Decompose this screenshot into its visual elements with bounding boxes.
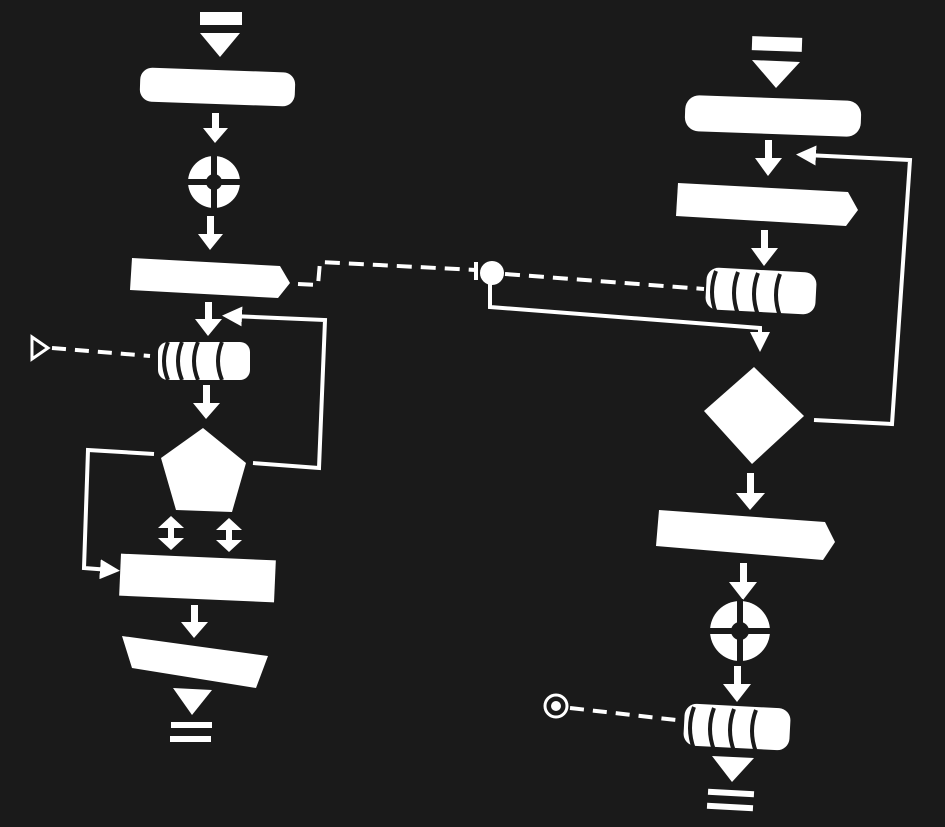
stored-data-right[interactable] (705, 267, 817, 317)
summing-junction-right[interactable] (708, 599, 772, 663)
loop-pentagon-to-process (81, 447, 155, 580)
arrow-right-5 (723, 666, 751, 702)
right-connectors (569, 145, 913, 722)
arrow-left-3 (195, 302, 222, 336)
stored-data-left[interactable] (158, 341, 250, 381)
summing-junction-left[interactable] (186, 154, 242, 210)
arrow-left-2 (198, 216, 223, 250)
left-connectors (51, 306, 328, 580)
right-flow (656, 36, 862, 812)
start-marker-external-right (543, 693, 569, 719)
end-symbol-left (170, 688, 212, 742)
junction-dot-center (480, 261, 504, 285)
loop-pentagon-to-lane (222, 306, 328, 471)
bidirectional-arrow-left-b (216, 518, 242, 552)
process-rounded-top-right[interactable] (684, 95, 862, 137)
arrow-right-1 (755, 140, 782, 176)
start-marker-external-left (30, 334, 51, 362)
arrow-right-4 (729, 563, 757, 600)
end-symbol-right (706, 756, 755, 812)
left-flow (119, 12, 296, 742)
dashed-link-center (297, 259, 770, 352)
pentagon-decision-left[interactable] (161, 428, 246, 512)
process-wide-left[interactable] (119, 553, 276, 603)
process-rounded-top-left[interactable] (139, 67, 296, 107)
dashed-external-right (569, 706, 677, 722)
bidirectional-arrow-left-a (158, 516, 184, 550)
process-arrow-right-2[interactable] (656, 510, 835, 560)
arrow-right-2 (751, 230, 778, 266)
arrow-left-5 (181, 605, 208, 638)
start-symbol-right (751, 36, 803, 88)
manual-operation-left[interactable] (122, 636, 268, 688)
start-symbol-left (200, 12, 242, 57)
arrow-right-3 (736, 473, 765, 510)
process-arrow-right-1[interactable] (676, 183, 858, 226)
arrow-left-1 (203, 113, 228, 143)
dashed-external-left (51, 346, 151, 358)
stored-data-right-2[interactable] (683, 703, 791, 753)
loop-diamond-to-top (796, 145, 913, 427)
arrow-left-4 (193, 385, 220, 419)
decision-diamond-right[interactable] (704, 367, 804, 464)
process-arrow-left[interactable] (130, 258, 290, 298)
